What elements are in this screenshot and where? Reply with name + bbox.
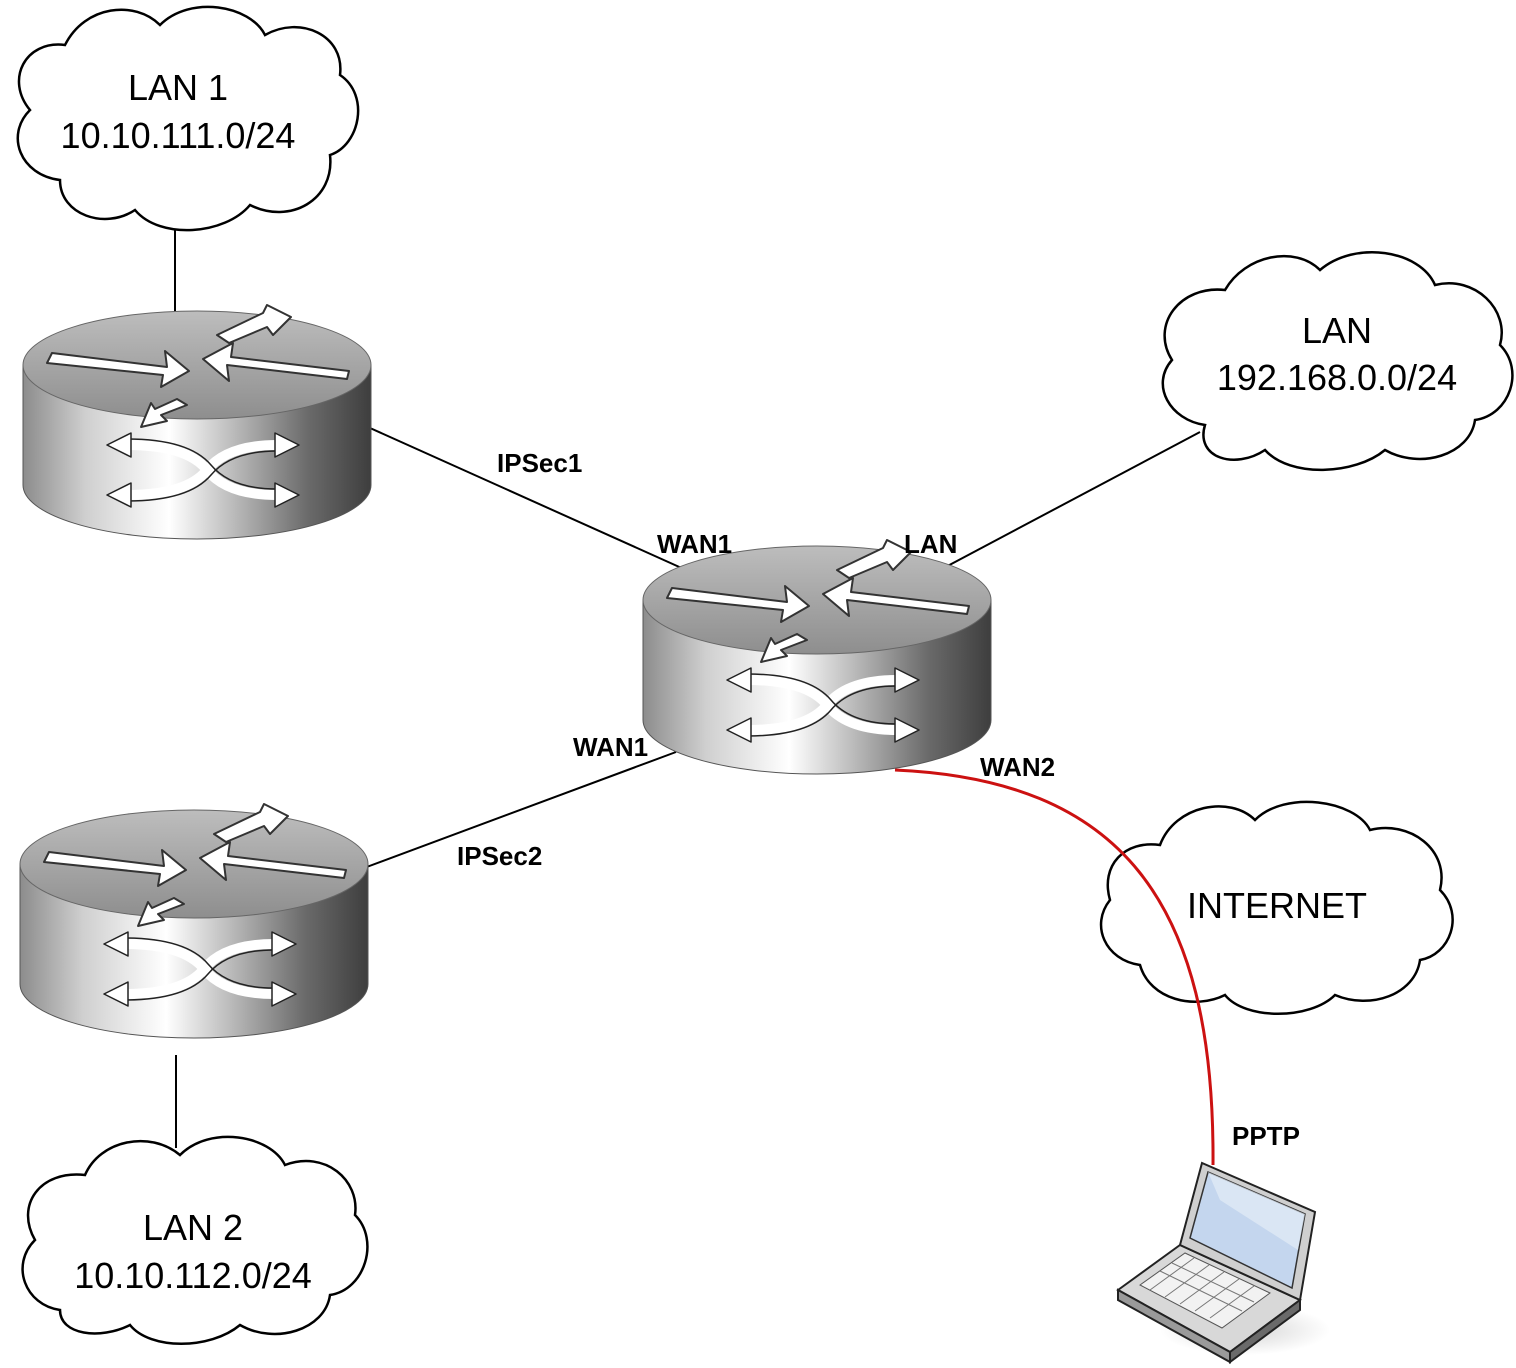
wan2-label: WAN2 [980, 752, 1055, 782]
ipsec2-link [363, 751, 677, 869]
pptp-link [894, 768, 1215, 1166]
lan-port-label: LAN [904, 529, 957, 559]
lan1-name: LAN 1 [128, 67, 228, 108]
router-icon [643, 540, 991, 774]
laptop-icon [1116, 1161, 1330, 1364]
pptp-label: PPTP [1232, 1121, 1300, 1151]
wan1-top-label: WAN1 [657, 529, 732, 559]
cloud-icon [1161, 251, 1514, 472]
lan-link [939, 431, 1201, 571]
cloud-icon [16, 5, 360, 232]
router-icon [23, 305, 371, 539]
ipsec2-label: IPSec2 [457, 841, 542, 871]
lan-main-name: LAN [1302, 310, 1372, 351]
lan2-subnet: 10.10.112.0/24 [74, 1255, 312, 1296]
lan-main-subnet: 192.168.0.0/24 [1217, 357, 1457, 398]
lan1-subnet: 10.10.111.0/24 [61, 115, 296, 156]
internet-name: INTERNET [1187, 885, 1367, 926]
router-icon [20, 804, 368, 1038]
wan1-bottom-label: WAN1 [573, 732, 648, 762]
lan2-name: LAN 2 [143, 1207, 243, 1248]
ipsec1-link [369, 427, 687, 571]
cloud-icon [21, 1135, 369, 1345]
ipsec1-label: IPSec1 [497, 448, 582, 478]
